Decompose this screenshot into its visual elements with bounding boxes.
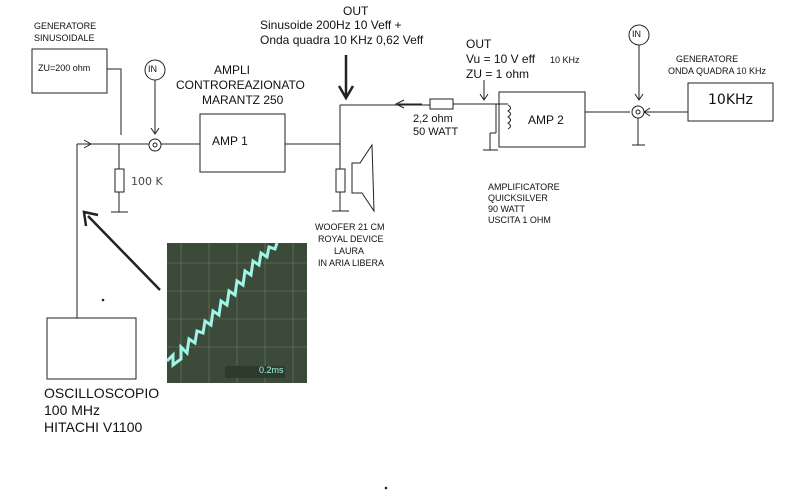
amp2-box [498,91,586,148]
woofer-label-3: LAURA [334,246,365,256]
oscilloscope-box [46,317,137,380]
square-generator-box [687,82,774,122]
resistor-50-watt-label: 50 WATT [413,126,459,138]
out2-line2: ZU = 1 ohm [466,67,530,81]
scope-label-1: OSCILLOSCOPIO [44,385,160,401]
amp2-label: AMP 2 [528,113,564,127]
scope-trace [167,243,279,368]
amplificatore-label-2: QUICKSILVER [488,193,548,203]
square-generator-title-2: ONDA QUADRA 10 KHz [668,66,767,76]
amplificatore-label-4: USCITA 1 OHM [488,215,551,225]
scope-label-3: HITACHI V1100 [44,419,143,435]
sine-generator-box-label: ZU=200 ohm [38,63,91,73]
scope-label-2: 100 MHz [44,402,101,418]
input-connector-1 [148,138,162,152]
out1-title: OUT [343,4,369,18]
scope-photo-readout: 0.2ms [259,365,284,375]
square-generator-box-label: 10KHz [708,92,753,108]
woofer-label-2: ROYAL DEVICE [318,234,384,244]
sine-generator-title-2: SINUSOIDALE [34,33,95,43]
sine-generator-box [31,48,108,94]
scope-trace-svg [167,243,307,383]
out2-line1: Vu = 10 V eff [466,52,536,66]
out1-line2: Onda quadra 10 KHz 0,62 Veff [260,33,424,47]
resistor-100k [114,168,125,193]
in-label-1: IN [148,64,157,74]
amp1-label: AMP 1 [212,134,248,148]
out1-line1: Sinusoide 200Hz 10 Veff + [260,18,402,32]
ampli-label-3: MARANTZ 250 [202,93,284,107]
woofer-label-4: IN ARIA LIBERA [318,258,385,268]
resistor-100k-label: 100 K [131,175,163,188]
woofer-label-1: WOOFER 21 CM [315,222,385,232]
input-connector-2 [631,105,645,119]
ampli-label-1: AMPLI [214,63,251,77]
resistor-2-2-ohm-label: 2,2 ohm [413,113,453,125]
oscilloscope-photo: 0.2ms [167,243,307,383]
sine-generator-title-1: GENERATORE [34,21,97,31]
transformer-coil [507,104,511,130]
woofer-element [335,168,346,193]
speaker-icon [351,143,375,213]
out2-title: OUT [466,37,492,51]
square-generator-title-1: GENERATORE [676,54,739,64]
amp1-box [199,113,286,173]
amplificatore-label-3: 90 WATT [488,204,526,214]
in-label-2: IN [632,29,641,39]
ampli-label-2: CONTROREAZIONATO [176,78,305,92]
resistor-2-2-ohm [429,98,454,110]
amplificatore-label-1: AMPLIFICATORE [488,182,560,192]
out2-line1-sub: 10 KHz [550,55,580,65]
